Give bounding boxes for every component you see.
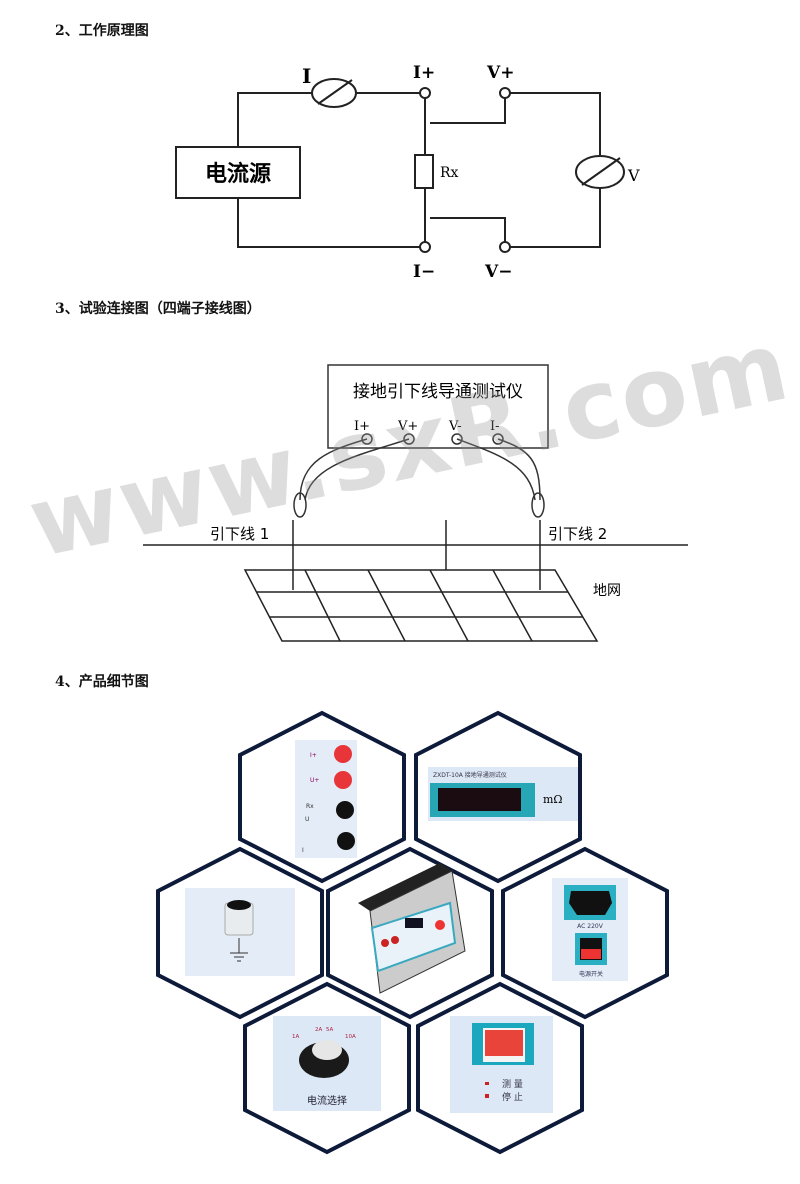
terminal-label: U+ [310,777,319,784]
test-cables [293,438,545,518]
power-switch-label: 电源开关 [579,970,603,978]
terminal-label: I [302,847,304,854]
section-title-details: 4、产品细节图 [55,674,149,690]
hex-display: ZXDT-10A 接地导通测试仪 mΩ [414,711,582,883]
voltmeter-icon [575,155,625,189]
i-plus-label: I+ [413,63,435,83]
hex-terminals: I+ U+ Rx U I [238,711,406,883]
unit-label: mΩ [543,793,563,806]
terminal-label: Rx [306,803,314,810]
v-plus-label: V+ [486,63,514,83]
v-minus-label: V− [484,262,512,282]
hex-current-knob: 1A 2A 5A 10A 电流选择 [243,982,411,1154]
current-source-label: 电流源 [205,161,271,187]
knob-label: 电流选择 [307,1094,347,1107]
current-source-box [175,146,301,199]
measure-label: 测 量 [502,1079,523,1090]
hex-instrument [326,847,494,1019]
section-title-principle: 2、工作原理图 [55,23,149,39]
knob-tick: 2A [315,1027,322,1033]
ground-grid [143,520,688,642]
hex-ground-terminal [156,847,324,1019]
resistor-icon [414,154,434,189]
resistor-label: Rx [440,165,459,181]
voltmeter-label: V [627,166,640,185]
terminal-label: V- [448,419,462,434]
instrument-label: 接地引下线导通测试仪 [353,382,523,402]
power-socket-label: AC 220V [577,923,604,930]
terminal-icons [419,87,511,253]
knob-tick: 1A [292,1034,299,1040]
section-title-wiring: 3、试验连接图（四端子接线图） [55,301,261,317]
terminal-label: U [305,816,309,823]
panel-title: ZXDT-10A 接地导通测试仪 [433,771,507,779]
stop-label: 停 止 [502,1091,523,1103]
knob-tick: 5A [326,1027,333,1033]
terminal-label: I+ [354,419,370,434]
knob-tick: 10A [345,1034,356,1040]
lead1-label: 引下线 1 [210,525,269,543]
hex-measure-button: 测 量 停 止 [416,982,584,1154]
circuit-diagram: 电流源 I V Rx I+ V+ I− V− [175,63,640,282]
ground-icon [230,938,248,962]
lead2-label: 引下线 2 [548,525,607,543]
terminal-icons [361,433,504,445]
hex-power: AC 220V 电源开关 [501,847,669,1019]
terminal-label: I- [490,419,500,434]
measure-button [485,1030,523,1056]
ammeter-label: I [302,64,311,88]
grid-label: 地网 [593,583,621,599]
terminal-label: V+ [397,419,418,434]
terminal-label: I+ [310,752,317,759]
wiring-diagram: 接地引下线导通测试仪 I+ V+ V- I- 引下线 1 引下线 2 地网 [143,364,688,642]
ammeter-icon [311,78,357,108]
i-minus-label: I− [413,262,435,282]
